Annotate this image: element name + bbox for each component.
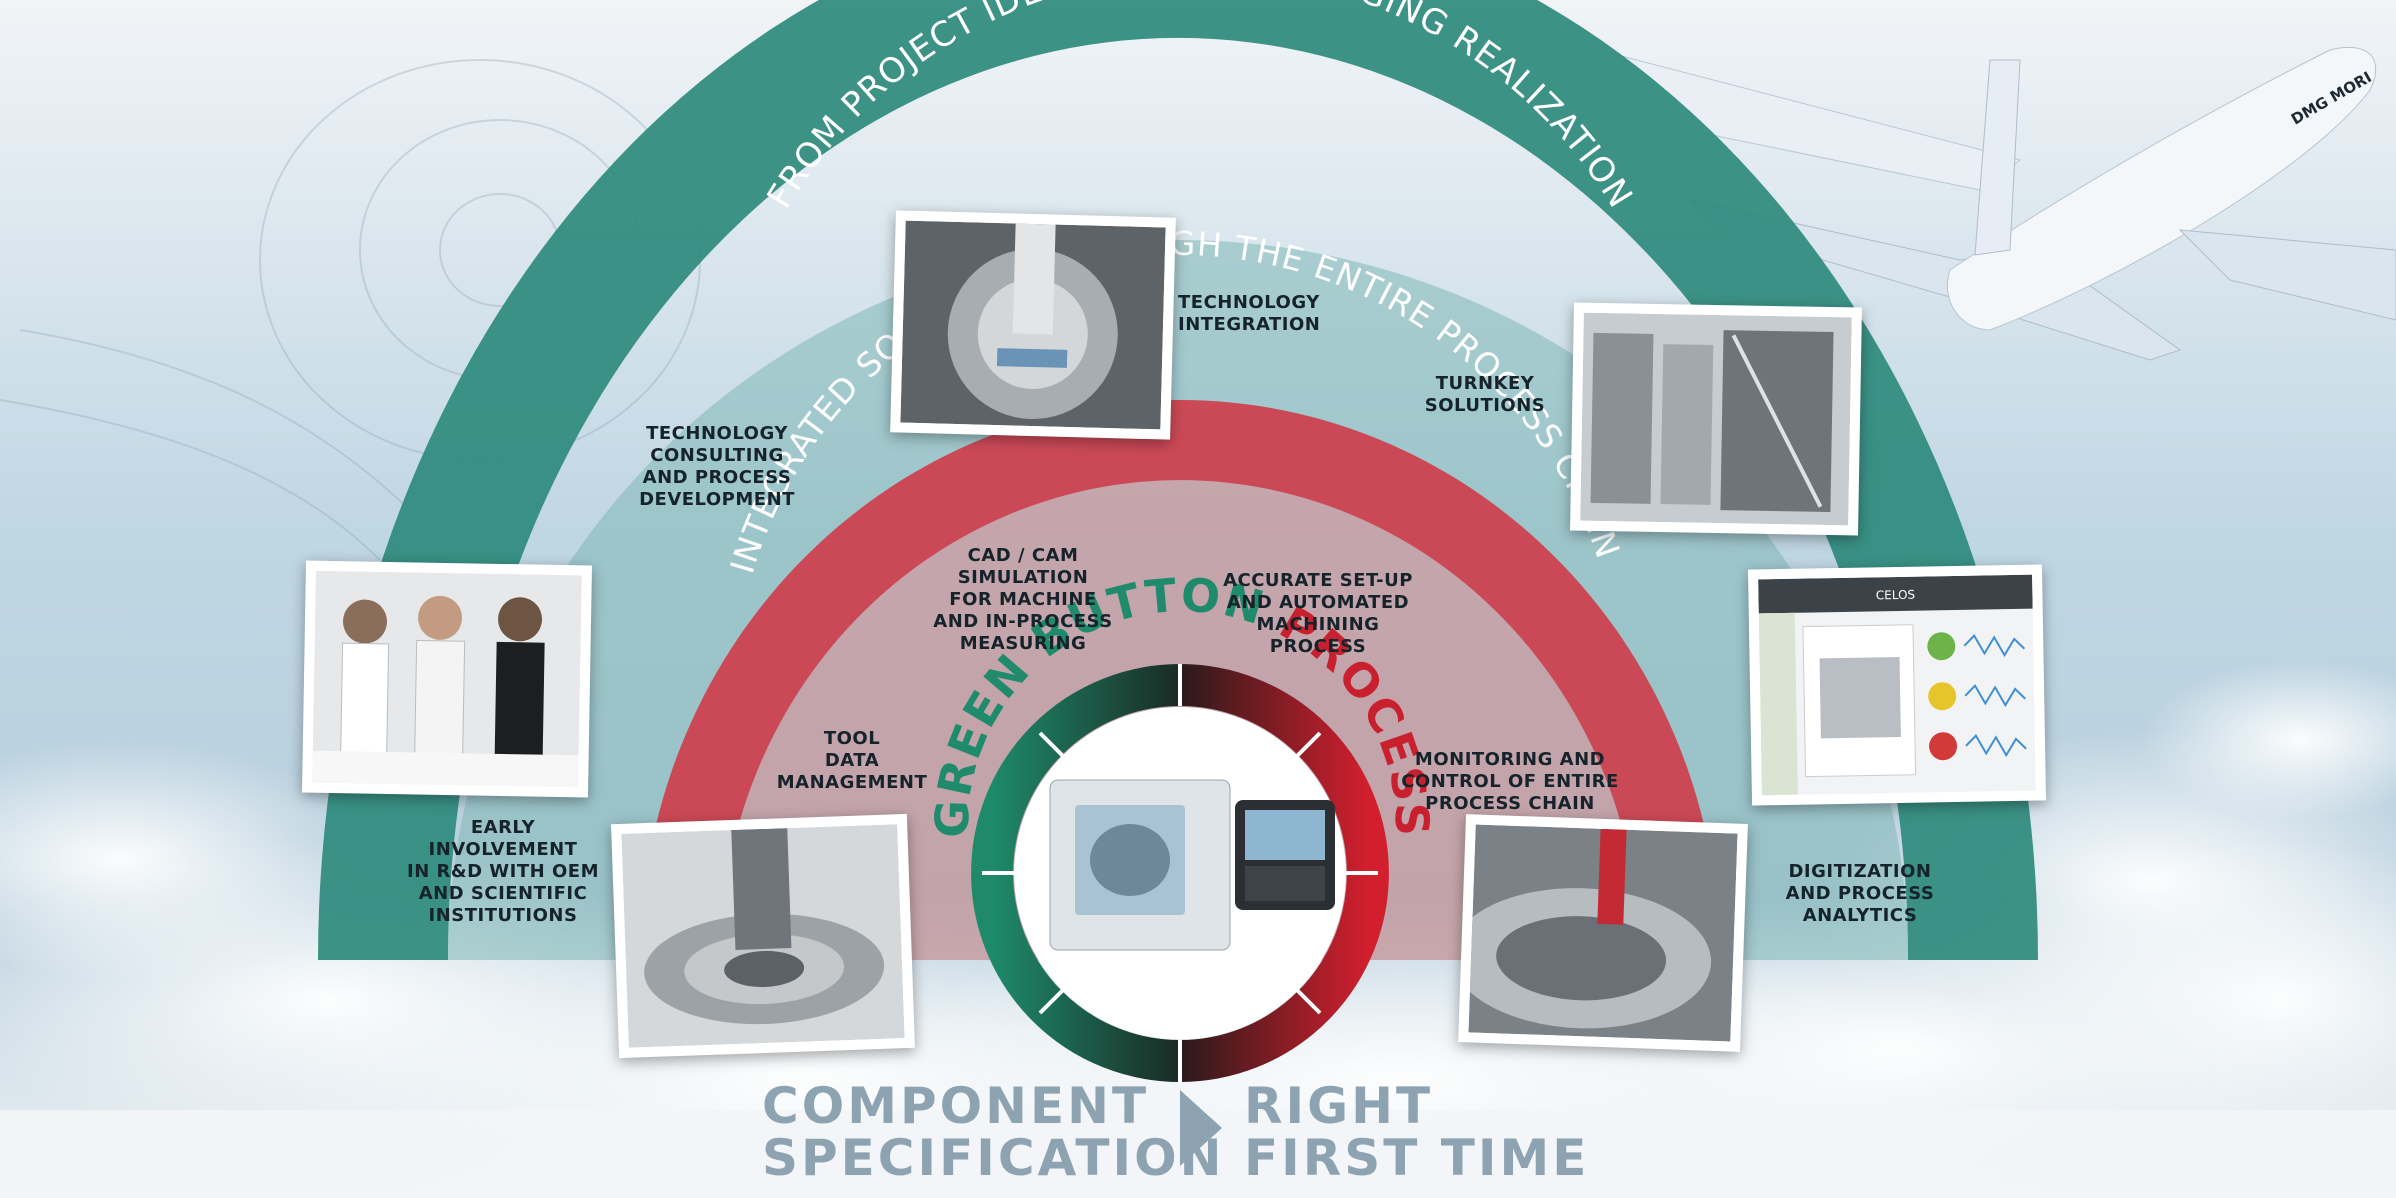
photo-turnkey-solutions bbox=[1570, 302, 1862, 536]
tagline-right: RIGHT FIRST TIME bbox=[1244, 1080, 1624, 1184]
photo-technology-integration bbox=[890, 210, 1176, 440]
photo-tool-data bbox=[611, 813, 915, 1059]
tagline-specification: SPECIFICATION bbox=[762, 1129, 1225, 1187]
machine-illustration bbox=[1049, 779, 1335, 951]
tagline-component: COMPONENT bbox=[762, 1077, 1150, 1135]
label-tool-data: TOOL DATA MANAGEMENT bbox=[776, 728, 928, 793]
label-technology-integration: TECHNOLOGY INTEGRATION bbox=[1178, 292, 1321, 335]
label-accurate-setup: ACCURATE SET-UP AND AUTOMATED MACHINING … bbox=[1223, 570, 1413, 657]
label-monitoring: MONITORING AND CONTROL OF ENTIRE PROCESS… bbox=[1401, 749, 1619, 814]
tagline-first-time: FIRST TIME bbox=[1244, 1129, 1590, 1187]
photo-software-dashboard: CELOS bbox=[1747, 564, 2047, 806]
label-early-involvement: EARLY INVOLVEMENT IN R&D WITH OEM AND SC… bbox=[407, 817, 599, 926]
software-screen-title: CELOS bbox=[1876, 588, 1916, 603]
tagline-left: COMPONENT SPECIFICATION bbox=[762, 1077, 1225, 1187]
label-turnkey-solutions: TURNKEY SOLUTIONS bbox=[1424, 373, 1546, 416]
label-cad-cam: CAD / CAM SIMULATION FOR MACHINE AND IN-… bbox=[933, 545, 1113, 654]
inner-arc-band bbox=[640, 400, 1720, 960]
label-technology-consulting: TECHNOLOGY CONSULTING AND PROCESS DEVELO… bbox=[639, 423, 795, 510]
tagline-right: RIGHT bbox=[1244, 1077, 1434, 1135]
label-digitization: DIGITIZATION AND PROCESS ANALYTICS bbox=[1785, 861, 1935, 926]
photo-team-meeting bbox=[301, 560, 593, 798]
tagline-arrow-icon bbox=[1180, 1090, 1222, 1166]
photo-monitoring bbox=[1458, 814, 1748, 1052]
